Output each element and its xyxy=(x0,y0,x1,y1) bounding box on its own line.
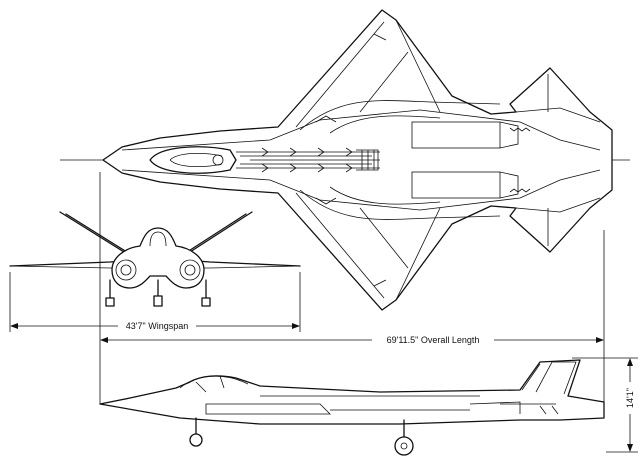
side-weapons-bay xyxy=(205,403,331,415)
fuselage-body-lines xyxy=(121,109,601,211)
front-engine-face-left xyxy=(120,264,132,276)
side-fuselage xyxy=(99,359,605,425)
side-body-lines xyxy=(260,395,521,414)
wingspan-label: 43'7" Wingspan xyxy=(126,321,188,331)
engine-right xyxy=(411,171,501,199)
height-dimension xyxy=(572,357,638,453)
wing-panel-lines xyxy=(295,21,385,299)
wingtip-lines xyxy=(373,33,387,287)
front-engine-face-right xyxy=(184,264,196,276)
side-bays xyxy=(315,115,337,205)
engine-left xyxy=(411,121,501,149)
length-dimension xyxy=(99,172,605,404)
top-view-aircraft xyxy=(60,9,630,311)
tail-lines xyxy=(515,74,601,246)
side-nozzle xyxy=(500,403,559,415)
ejection-seat xyxy=(212,154,224,166)
canopy-top xyxy=(149,146,237,174)
front-view-aircraft xyxy=(9,211,301,307)
front-intake-right xyxy=(179,259,201,281)
side-canopy-frame xyxy=(195,375,225,393)
front-canopy xyxy=(149,231,167,247)
front-wheel-left xyxy=(105,297,115,307)
side-nose-wheel xyxy=(189,433,203,447)
intake-duct-lines xyxy=(299,100,501,220)
side-tail xyxy=(521,361,577,395)
wing-flap-lines xyxy=(359,19,441,301)
overall-length-label: 69'11.5" Overall Length xyxy=(387,335,480,345)
front-tail-left xyxy=(59,211,131,257)
height-label: 14'1" xyxy=(625,388,635,408)
front-tail-right xyxy=(183,211,253,257)
weapons-bay xyxy=(236,147,380,173)
nozzle-sawtooth xyxy=(509,127,531,193)
side-view-aircraft xyxy=(99,359,605,456)
side-main-wheel xyxy=(394,436,414,456)
front-wheel-right xyxy=(201,297,211,307)
front-intake-left xyxy=(115,259,137,281)
front-wheel-nose xyxy=(153,295,163,307)
side-main-hub xyxy=(400,442,408,450)
side-canopy xyxy=(179,375,249,389)
engine-nozzles xyxy=(499,121,519,199)
front-fuselage xyxy=(111,227,205,289)
